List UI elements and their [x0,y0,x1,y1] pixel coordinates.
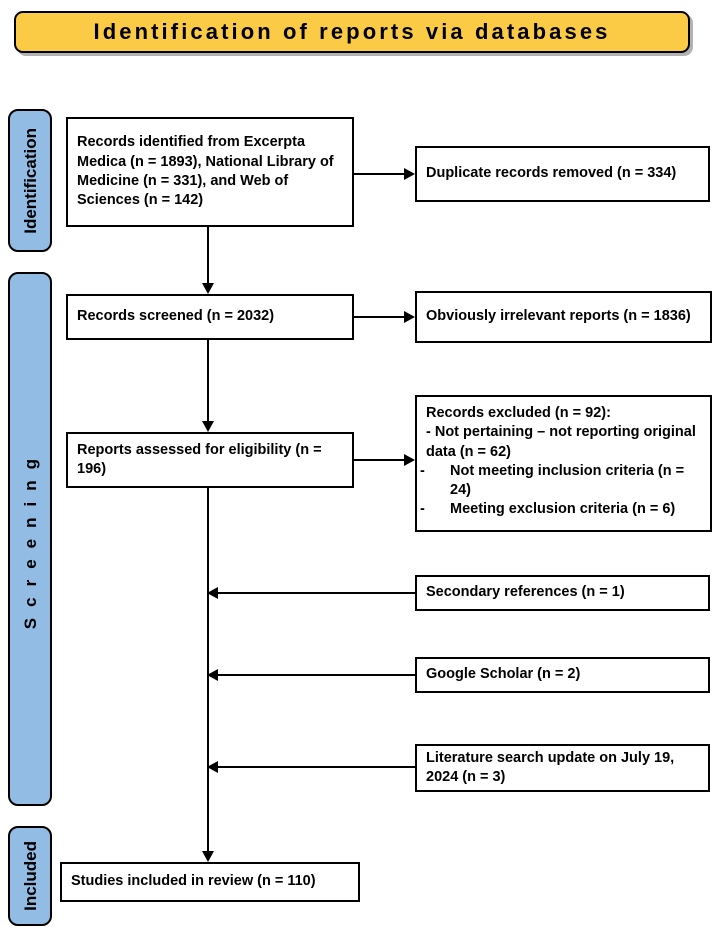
box-studies-included-in-review-text: Studies included in review (n = 110) [71,873,316,890]
box-studies-included-in-review: Studies included in review (n = 110) [60,862,360,902]
phase-label-screening-text: Screening [20,448,40,630]
identification-banner: Identification of reports via databases [14,11,690,53]
box-duplicate-records-removed-text: Duplicate records removed (n = 334) [426,165,677,182]
box-reports-assessed-for-eligibility: Reports assessed for eligibility (n = 19… [66,432,354,488]
connector-secondary-to-spine [218,592,415,594]
arrowhead-screened-to-eligibility [202,421,214,432]
connector-identified-to-screened [207,227,209,283]
box-records-excluded: Records excluded (n = 92): - Not pertain… [415,395,712,532]
arrowhead-eligibility-to-excluded [404,454,415,466]
box-secondary-references-text: Secondary references (n = 1) [426,584,625,601]
box-records-screened: Records screened (n = 2032) [66,294,354,340]
arrowhead-screened-to-irrelevant [404,311,415,323]
connector-google-to-spine [218,674,415,676]
box-obviously-irrelevant-reports: Obviously irrelevant reports (n = 1836) [415,291,712,343]
excluded-item-1-text: Not meeting inclusion criteria (n = 24) [450,462,685,499]
excluded-heading: Records excluded (n = 92): [426,405,611,421]
connector-screened-to-irrelevant [354,316,404,318]
phase-label-included: Included [8,826,52,926]
phase-label-identification: Identification [8,109,52,252]
box-records-identified: Records identified from Excerpta Medica … [66,117,354,227]
arrowhead-spine-to-included [202,851,214,862]
connector-eligibility-to-excluded [354,459,404,461]
arrowhead-identified-to-screened [202,283,214,294]
box-google-scholar-text: Google Scholar (n = 2) [426,666,581,683]
box-obviously-irrelevant-reports-text: Obviously irrelevant reports (n = 1836) [426,308,691,325]
arrowhead-google-to-spine [207,669,218,681]
box-duplicate-records-removed: Duplicate records removed (n = 334) [415,146,710,202]
connector-literature-to-spine [218,766,415,768]
excluded-bullet-glyph-1: - [420,462,425,479]
banner-title: Identification of reports via databases [93,19,611,44]
excluded-item-1: - Not meeting inclusion criteria (n = 24) [420,462,701,501]
connector-screened-to-eligibility [207,340,209,421]
box-records-identified-text: Records identified from Excerpta Medica … [77,134,334,209]
box-secondary-references: Secondary references (n = 1) [415,575,710,611]
phase-label-screening: Screening [8,272,52,806]
excluded-item-2: - Meeting exclusion criteria (n = 6) [420,500,701,519]
box-literature-search-update: Literature search update on July 19, 202… [415,744,710,792]
phase-label-identification-text: Identification [20,127,40,234]
box-records-excluded-list: Records excluded (n = 92): - Not pertain… [420,404,701,520]
box-literature-search-update-text: Literature search update on July 19, 202… [426,749,675,785]
phase-label-included-text: Included [20,841,40,911]
arrowhead-identified-to-duplicates [404,168,415,180]
box-reports-assessed-for-eligibility-text: Reports assessed for eligibility (n = 19… [77,441,322,477]
excluded-item-0: - Not pertaining – not reporting origina… [426,424,696,460]
excluded-bullet-glyph-2: - [420,501,425,518]
arrowhead-secondary-to-spine [207,587,218,599]
box-records-screened-text: Records screened (n = 2032) [77,308,275,325]
arrowhead-literature-to-spine [207,761,218,773]
connector-identified-to-duplicates [354,173,404,175]
box-google-scholar: Google Scholar (n = 2) [415,657,710,693]
excluded-item-2-text: Meeting exclusion criteria (n = 6) [450,501,676,518]
